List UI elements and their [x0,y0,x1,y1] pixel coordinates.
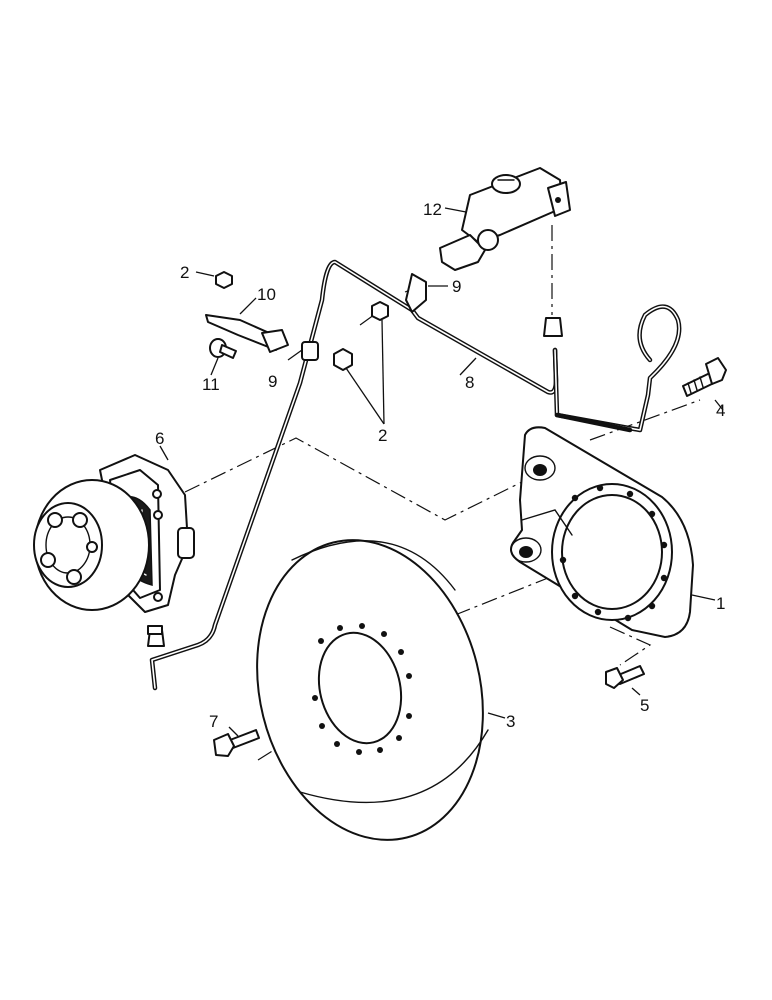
callout-6: 6 [155,429,164,448]
nuts [147,271,389,635]
pipe-fittings [147,273,563,647]
brake-caliper [33,454,195,613]
callout-5: 5 [640,696,649,715]
callout-2-lower: 2 [378,426,387,445]
callout-8: 8 [465,373,474,392]
callout-9-right: 9 [452,277,461,296]
callout-9-left: 9 [268,372,277,391]
leader-lines [159,207,724,737]
bolt-lower [605,665,645,689]
callouts: 1 2 2 3 4 5 6 7 8 9 9 10 11 12 [155,200,725,731]
callout-12: 12 [423,200,442,219]
brake-pipe [149,259,682,691]
callout-2-upper: 2 [180,263,189,282]
bolt-upper [682,357,727,397]
master-cylinder [439,167,571,271]
clip-bracket [205,314,289,353]
callout-7: 7 [209,712,218,731]
mounting-bracket [510,426,694,638]
callout-10: 10 [257,285,276,304]
callout-11: 11 [202,375,220,394]
brake-disc [256,539,489,841]
small-bolt [209,338,237,359]
bolt-disc [213,729,260,757]
callout-4: 4 [716,401,725,420]
callout-1: 1 [716,594,725,613]
callout-3: 3 [506,712,515,731]
